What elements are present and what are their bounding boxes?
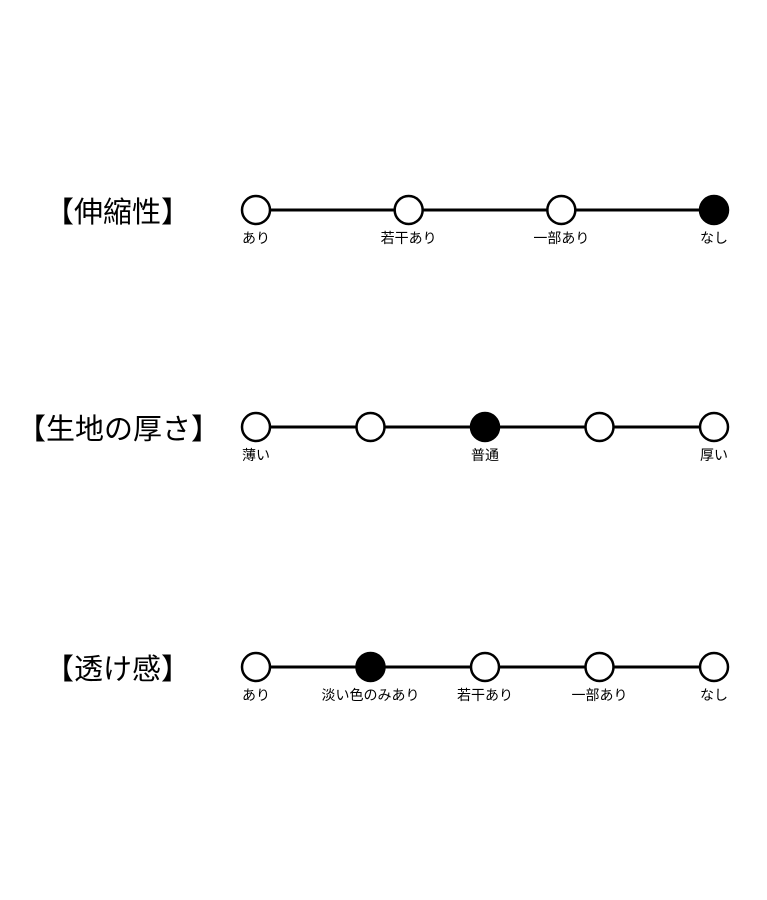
scale-point-label: 厚い <box>700 448 728 464</box>
scale-row: 薄い 普通 厚い <box>240 411 730 464</box>
scale-point-label: なし <box>700 688 728 704</box>
scale-row: あり 若干あり 一部あり なし <box>240 194 730 247</box>
scale-title: 【生地の厚さ】 <box>16 412 220 446</box>
scale-point-selected <box>469 411 501 443</box>
scale-point <box>240 194 272 226</box>
scale-point <box>393 194 424 226</box>
scale-point-label: なし <box>700 231 728 247</box>
scale-point <box>240 411 272 443</box>
scale-point-label: 一部あり <box>533 231 589 247</box>
scale-point <box>240 651 272 683</box>
scale-point <box>584 651 615 683</box>
scale-point-label: 普通 <box>471 448 499 464</box>
scale-point-selected <box>355 651 386 683</box>
scale-title: 【伸縮性】 <box>44 195 190 229</box>
scale-point <box>584 411 615 443</box>
scale-point-label: 一部あり <box>572 688 628 704</box>
scale-point <box>546 194 577 226</box>
scale-point-selected <box>698 194 730 226</box>
scale-row: あり 淡い色のみあり 若干あり 一部あり なし <box>240 651 730 704</box>
scale-point <box>698 411 730 443</box>
scale-title: 【透け感】 <box>44 652 190 686</box>
scale-point-label: 淡い色のみあり <box>322 687 420 704</box>
scale-point-label: 薄い <box>242 448 270 464</box>
scale-point-label: 若干あり <box>457 688 513 704</box>
scale-point <box>698 651 730 683</box>
scale-point-label: 若干あり <box>381 231 437 247</box>
scale-point <box>469 651 501 683</box>
scale-point-label: あり <box>242 688 270 704</box>
scale-point-label: あり <box>242 231 270 247</box>
scale-point <box>355 411 386 443</box>
